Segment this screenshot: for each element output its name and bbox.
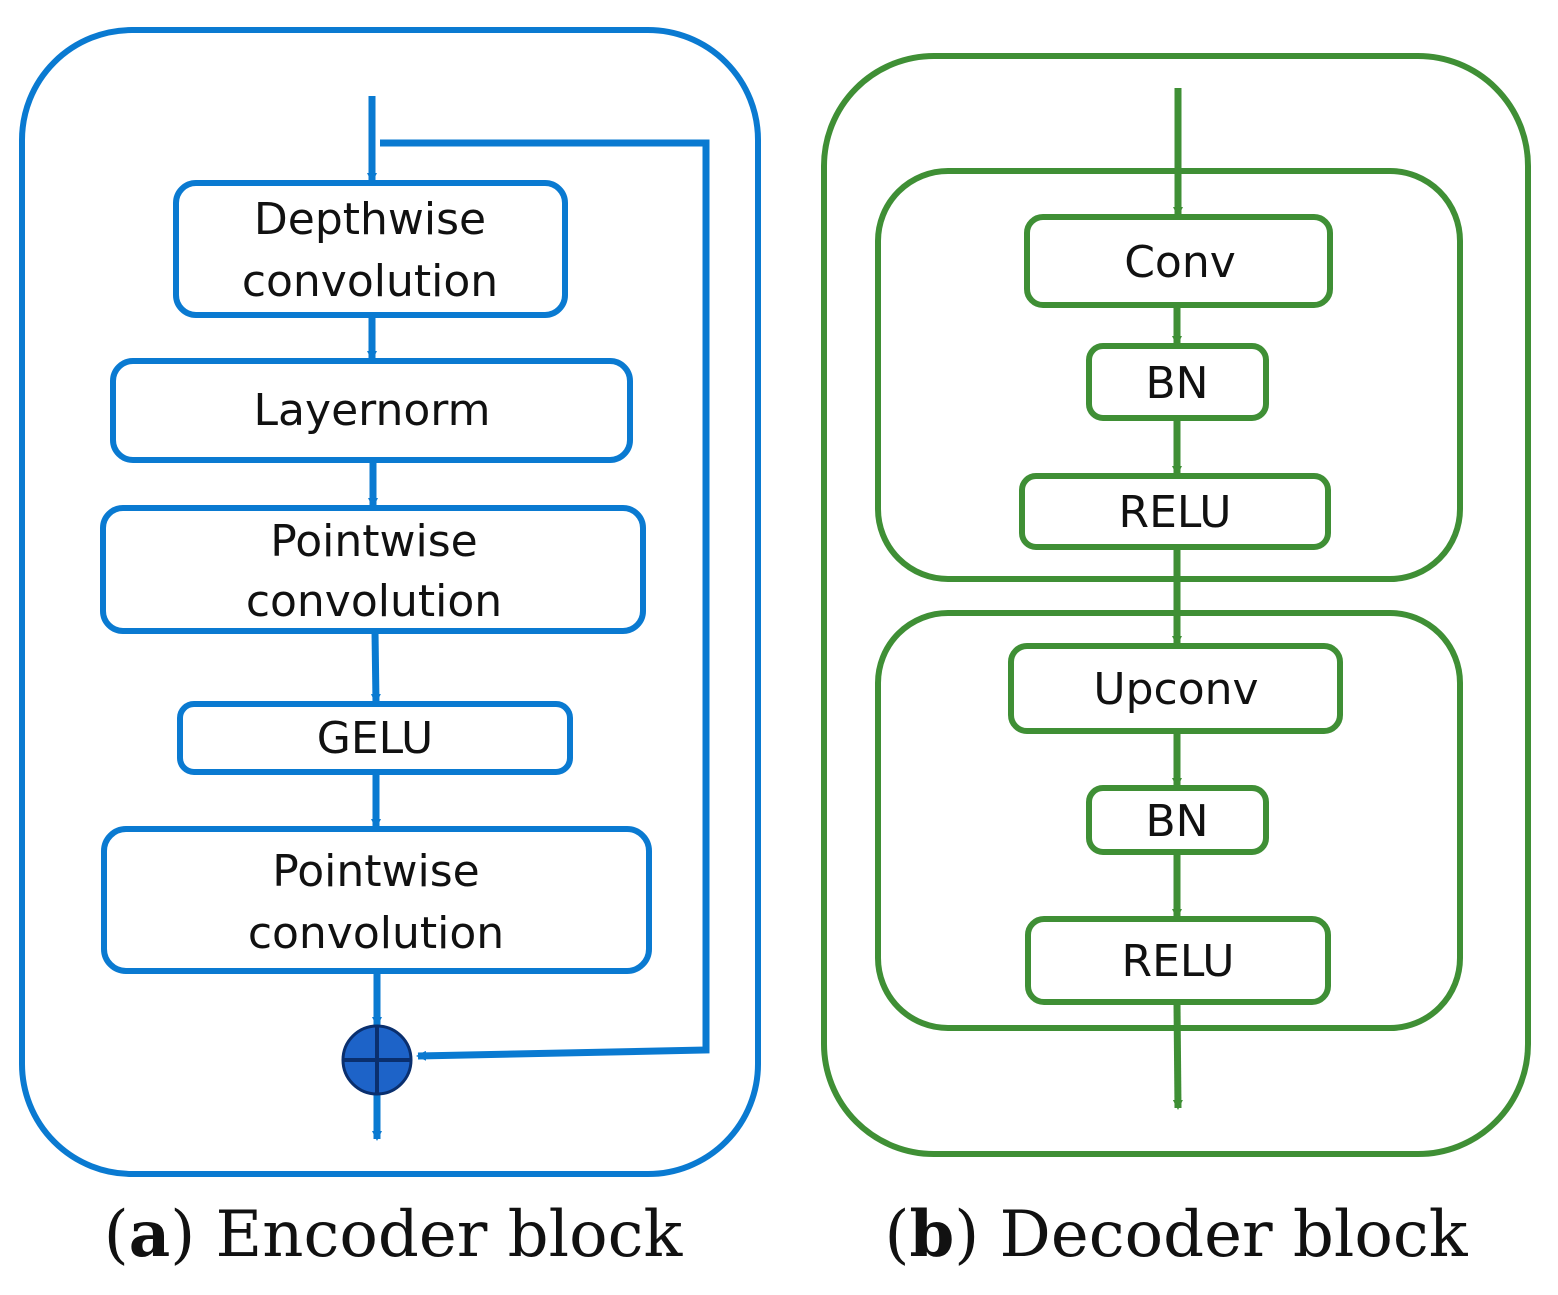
relu-2-label: RELU <box>1122 936 1235 987</box>
encoder-node-pointwise-2: Pointwise convolution <box>101 826 652 974</box>
encoder-node-layernorm: Layernorm <box>110 358 633 463</box>
pointwise-1-label-line2: convolution <box>246 576 502 627</box>
depthwise-box <box>173 180 568 318</box>
gelu-label: GELU <box>317 713 433 764</box>
upconv-label: Upconv <box>1093 664 1258 715</box>
encoder-arrows <box>367 96 710 1141</box>
decoder-block: Conv BN RELU Upconv BN RELU <box>821 53 1531 1157</box>
decoder-caption-close: ) <box>954 1198 979 1272</box>
encoder-skip-connection <box>380 139 710 1061</box>
relu-1-box <box>1019 473 1331 550</box>
pointwise-1-label-line1: Pointwise <box>270 516 477 567</box>
decoder-group-1-frame <box>875 168 1463 582</box>
decoder-group-2-frame <box>875 610 1463 1031</box>
encoder-caption-close: ) <box>170 1198 195 1272</box>
decoder-node-conv: Conv <box>1024 214 1333 308</box>
decoder-caption-letter: b <box>909 1197 954 1272</box>
decoder-caption-open: ( <box>885 1198 910 1272</box>
encoder-arrow-pointwise-to-gelu <box>370 631 381 704</box>
encoder-caption-title: Encoder block <box>195 1198 683 1272</box>
pointwise-2-box <box>101 826 652 974</box>
bn-1-box <box>1086 343 1269 421</box>
circle-plus-icon <box>341 1024 413 1096</box>
encoder-outer-frame <box>19 27 761 1177</box>
depthwise-label-line2: convolution <box>242 256 498 307</box>
pointwise-2-label-line2: convolution <box>248 908 504 959</box>
decoder-arrows <box>1172 88 1183 1110</box>
encoder-caption-open: ( <box>104 1198 129 1272</box>
bn-2-box <box>1086 785 1269 855</box>
upconv-box <box>1008 643 1343 734</box>
decoder-caption-title: Decoder block <box>979 1198 1469 1272</box>
decoder-node-relu-1: RELU <box>1019 473 1331 550</box>
encoder-block: Depthwise convolution Layernorm Pointwis… <box>19 27 761 1177</box>
pointwise-2-label-line1: Pointwise <box>272 846 479 897</box>
decoder-node-bn-2: BN <box>1086 785 1269 855</box>
bn-1-label: BN <box>1145 358 1208 409</box>
encoder-node-gelu: GELU <box>177 701 573 775</box>
layernorm-label: Layernorm <box>254 385 491 436</box>
encoder-node-depthwise: Depthwise convolution <box>173 180 568 318</box>
decoder-node-upconv: Upconv <box>1008 643 1343 734</box>
bn-2-label: BN <box>1145 796 1208 847</box>
pointwise-1-box <box>100 505 646 634</box>
layernorm-box <box>110 358 633 463</box>
encoder-caption-letter: a <box>129 1197 170 1272</box>
gelu-box <box>177 701 573 775</box>
encoder-node-pointwise-1: Pointwise convolution <box>100 505 646 634</box>
relu-2-box <box>1025 916 1331 1005</box>
decoder-output-arrow <box>1172 1003 1183 1110</box>
conv-label: Conv <box>1124 237 1236 288</box>
decoder-caption: (b) Decoder block <box>885 1197 1469 1272</box>
encoder-caption: (a) Encoder block <box>104 1197 684 1272</box>
relu-1-label: RELU <box>1119 487 1232 538</box>
conv-box <box>1024 214 1333 308</box>
depthwise-label-line1: Depthwise <box>254 194 486 245</box>
decoder-node-relu-2: RELU <box>1025 916 1331 1005</box>
decoder-node-bn-1: BN <box>1086 343 1269 421</box>
decoder-outer-frame <box>821 53 1531 1157</box>
